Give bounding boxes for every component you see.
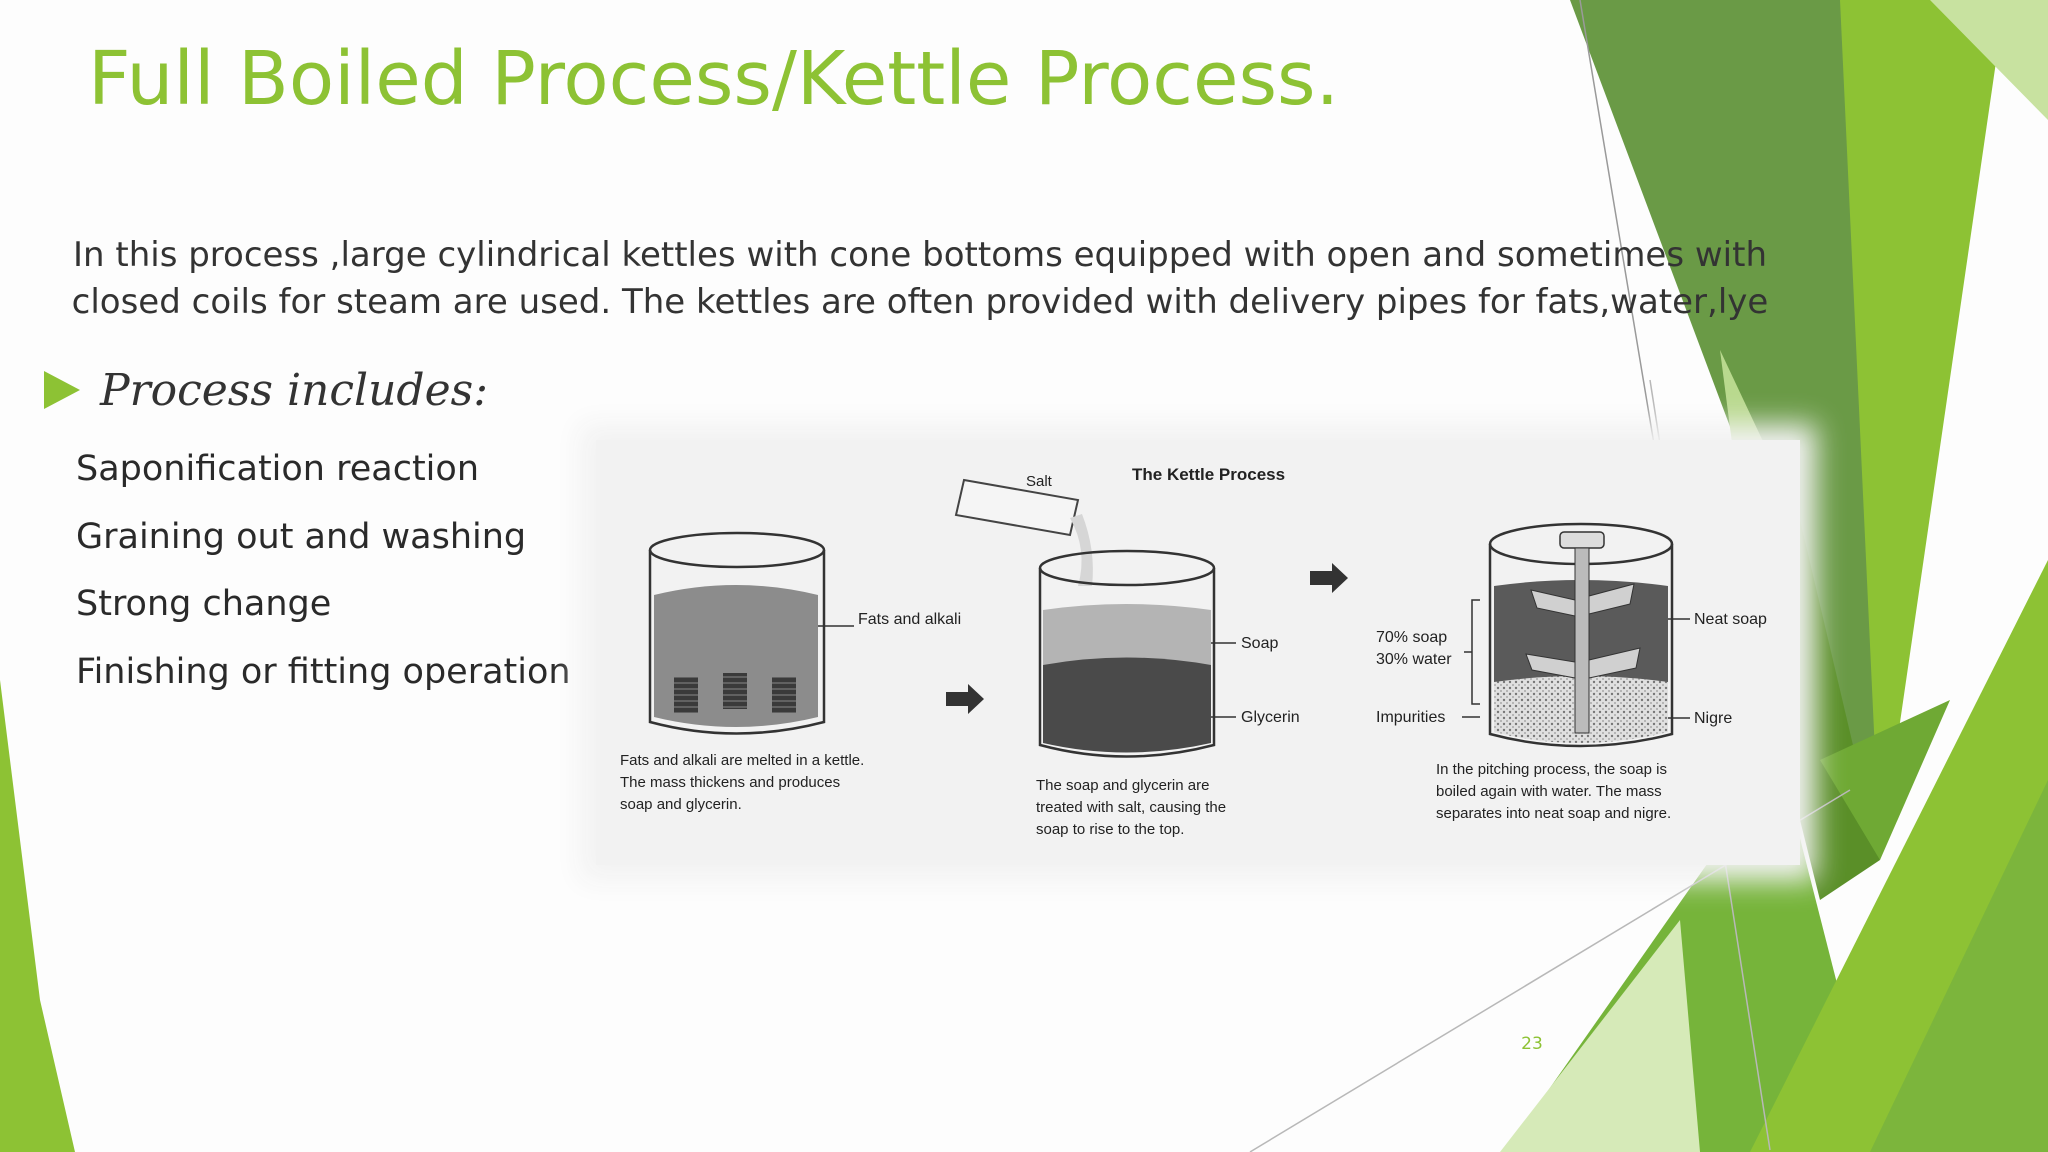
bullet-row: Process includes: [44, 360, 488, 420]
deco-shape-green-wedge [1820, 700, 1950, 860]
deco-shape-right-green [1840, 0, 2005, 860]
kettle-3-agitator-blade [1530, 589, 1576, 617]
kettle-3-bracket [1471, 599, 1480, 705]
kettle-2-caption-line: treated with salt, causing the [1036, 799, 1226, 816]
kettle-process-figure: The Kettle Process Fats and alkali Fats … [596, 440, 1800, 865]
kettle-1-coil [772, 677, 796, 713]
kettle-2-soap-label: Soap [1241, 635, 1278, 652]
kettle-2-body [1038, 568, 1216, 758]
kettle-2-glycerin-label: Glycerin [1241, 709, 1300, 726]
slide-title: Full Boiled Process/Kettle Process. [88, 36, 1340, 122]
kettle-1-body [648, 550, 826, 735]
kettle-3-soap-pct: 70% soap [1376, 629, 1447, 646]
kettle-3-caption-line: In the pitching process, the soap is [1436, 761, 1667, 778]
kettle-3-agitator-blade [1525, 653, 1576, 679]
salt-label: Salt [1026, 473, 1053, 490]
deco-shape-right-light [1930, 0, 2048, 120]
kettle-process-diagram: The Kettle Process Fats and alkali Fats … [620, 465, 1767, 838]
kettle-2: Soap Glycerin The soap and glycerin are … [1036, 549, 1300, 838]
kettle-3-neat-soap-label: Neat soap [1694, 611, 1767, 628]
list-item: Saponification reaction [76, 449, 479, 489]
list-item: Graining out and washing [76, 516, 527, 557]
kettle-3-body [1488, 544, 1674, 748]
salt-pipe: Salt [954, 473, 1093, 586]
page-number: 23 [1521, 1034, 1543, 1054]
kettle-3-caption-line: boiled again with water. The mass [1436, 783, 1662, 800]
list-item: Strong change [76, 584, 332, 624]
kettle-2-caption-line: soap to rise to the top. [1036, 821, 1184, 838]
deco-line-1 [1579, 0, 1661, 481]
kettle-3-agitator-shaft [1574, 547, 1590, 734]
kettle-2-glycerin [1043, 657, 1211, 753]
salt-pipe-body [954, 478, 1080, 537]
kettle-1-caption: Fats and alkali are melted in a kettle. … [620, 752, 868, 813]
kettle-1-label: Fats and alkali [858, 611, 961, 628]
kettle-3-agitator-blade [1588, 647, 1641, 679]
kettle-3-water-pct: 30% water [1376, 651, 1452, 668]
kettle-1-rim [648, 531, 826, 569]
kettle-1: Fats and alkali Fats and alkali are melt… [620, 531, 961, 813]
kettle-3-impurities-label: Impurities [1376, 709, 1445, 726]
list-item: Finishing or fitting operation [76, 651, 571, 692]
salt-stream [1070, 514, 1093, 586]
figure-title: The Kettle Process [1132, 465, 1285, 484]
kettle-3: 70% soap 30% water Impurities Neat soap … [1376, 522, 1767, 822]
arrow-right-icon [946, 684, 984, 714]
kettle-3-caption: In the pitching process, the soap is boi… [1436, 761, 1671, 822]
kettle-1-label-text: Fats and alkali [858, 611, 961, 628]
process-steps-list: Saponification reaction Graining out and… [76, 436, 571, 706]
deco-shape-bottom-light [1500, 920, 1700, 1152]
triangle-right-icon [44, 371, 80, 409]
kettle-1-caption-line: soap and glycerin. [620, 796, 742, 813]
kettle-2-soap [1043, 604, 1211, 673]
deco-shape-left-bar [0, 680, 75, 1152]
arrow-right-icon [1310, 563, 1348, 593]
kettle-3-agitator-blade [1588, 583, 1635, 615]
kettle-2-caption-line: The soap and glycerin are [1036, 777, 1209, 794]
kettle-1-caption-line: The mass thickens and produces [620, 774, 840, 791]
deco-shape-bottom-right-dark [1870, 780, 2048, 1152]
bullet-heading: Process includes: [100, 364, 489, 416]
kettle-3-caption-line: separates into neat soap and nigre. [1436, 805, 1671, 822]
kettle-3-nigre-label: Nigre [1694, 710, 1732, 727]
intro-paragraph: In this process ,large cylindrical kettl… [71, 235, 1769, 322]
kettle-1-coil [723, 673, 747, 709]
kettle-3-agitator-cap [1559, 531, 1605, 549]
kettle-2-caption: The soap and glycerin are treated with s… [1036, 777, 1230, 838]
deco-shape-top-dark [1570, 0, 1880, 850]
kettle-2-rim [1038, 549, 1216, 587]
kettle-1-caption-line: Fats and alkali are melted in a kettle. [620, 752, 864, 769]
kettle-1-coil [674, 677, 698, 713]
